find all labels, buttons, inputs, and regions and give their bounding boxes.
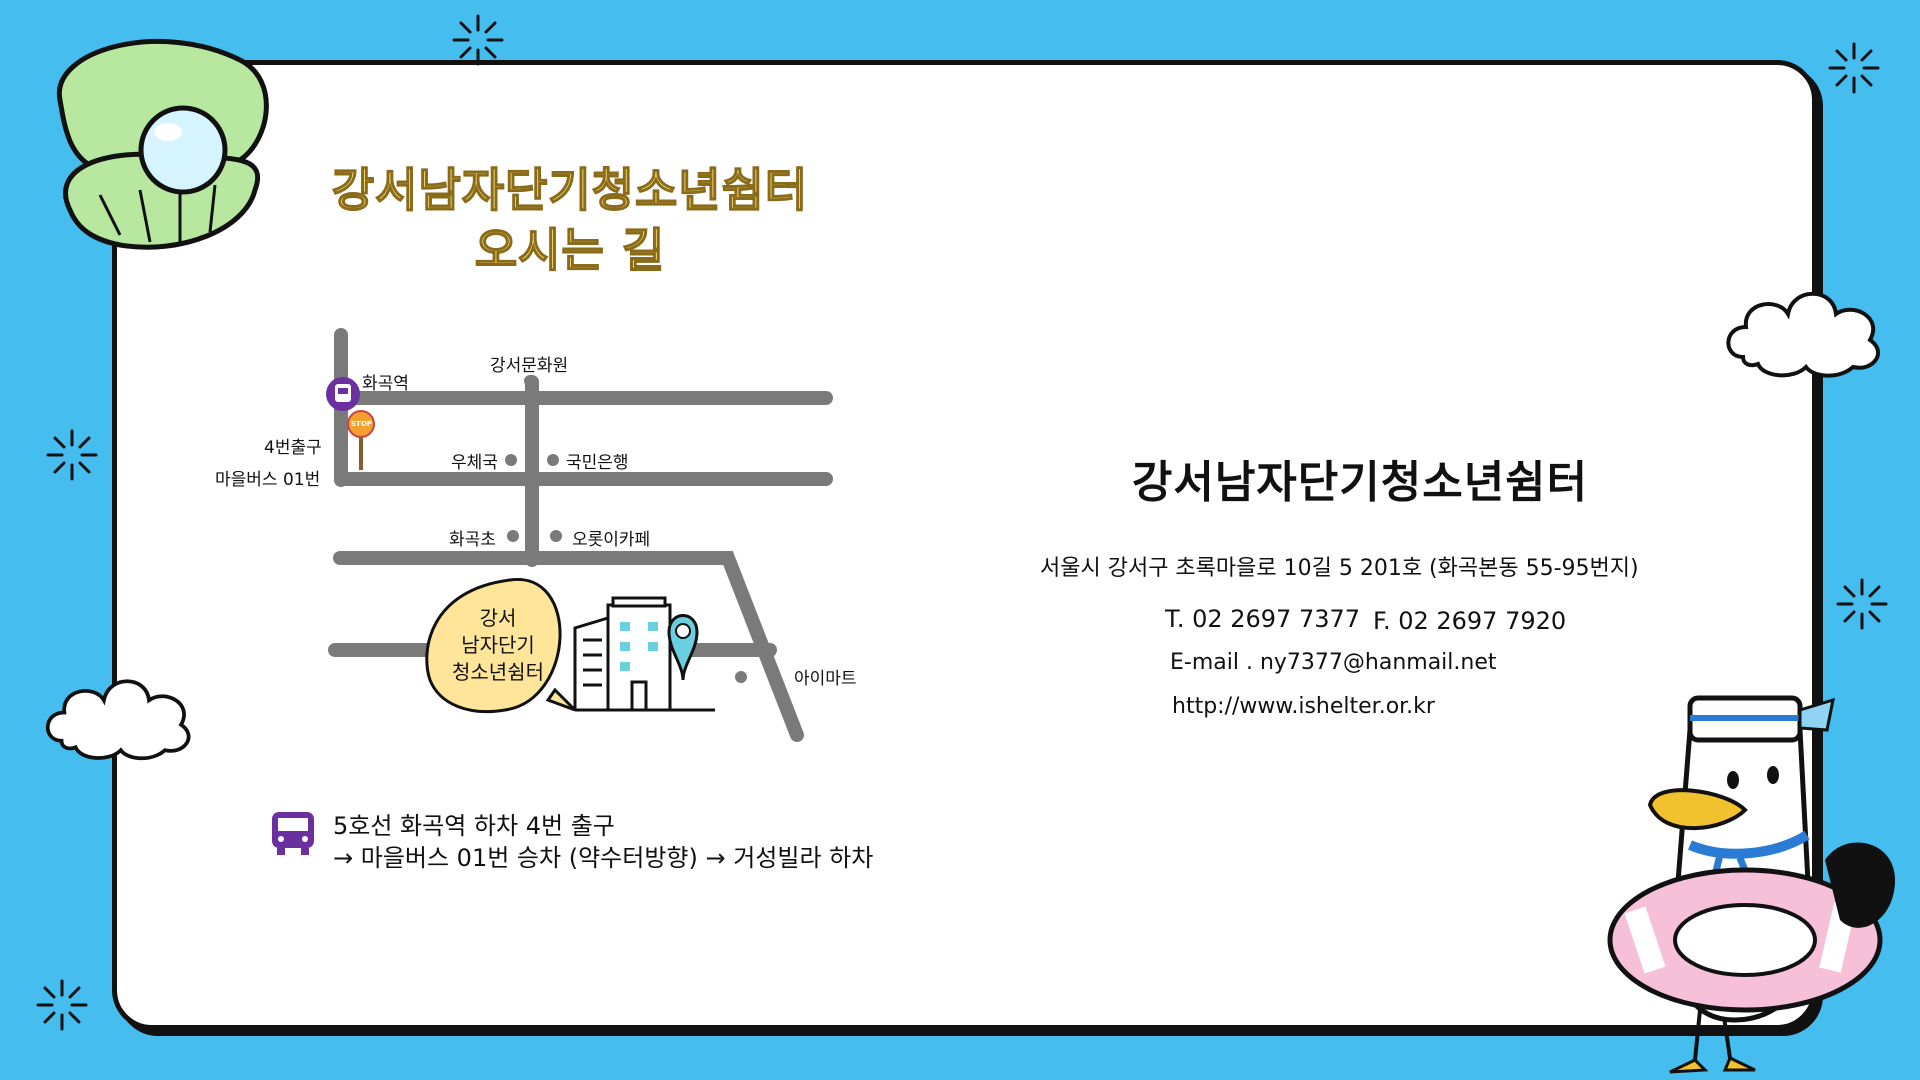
- destination-bubble: 강서 남자단기 청소년쉼터: [438, 605, 558, 686]
- website-link[interactable]: http://www.ishelter.or.kr: [1172, 694, 1435, 719]
- content-card: [112, 60, 1817, 1030]
- title-line-2: 오시는 길: [474, 222, 666, 278]
- bubble-line-2: 남자단기: [461, 633, 535, 657]
- sparkle-icon: [1836, 578, 1888, 630]
- bus-icon: [272, 812, 314, 855]
- sparkle-icon: [46, 429, 98, 481]
- label-gangseo-culture-center: 강서문화원: [490, 356, 569, 376]
- seagull-mascot-icon: [1607, 695, 1895, 1074]
- sparkle-icon: [452, 14, 504, 66]
- email-link[interactable]: E-mail . ny7377@hanmail.net: [1170, 650, 1497, 675]
- shell-pearl-icon: [56, 38, 269, 250]
- sparkle-icon: [1828, 42, 1880, 94]
- address: 서울시 강서구 초록마을로 10길 5 201호 (화곡본동 55-95번지): [1040, 556, 1639, 581]
- directions-line-2: → 마을버스 01번 승차 (약수터방향) → 거성빌라 하차: [333, 844, 874, 872]
- phone-number: T. 02 2697 7377: [1165, 605, 1361, 633]
- sparkle-icon: [36, 979, 88, 1031]
- label-village-bus: 마을버스 01번: [215, 470, 321, 490]
- fax-number: F. 02 2697 7920: [1373, 607, 1567, 635]
- title-line-1: 강서남자단기청소년쉼터: [331, 162, 809, 218]
- label-exit-4: 4번출구: [264, 438, 322, 458]
- shelter-name: 강서남자단기청소년쉼터: [1131, 457, 1589, 508]
- bubble-line-3: 청소년쉼터: [452, 660, 544, 684]
- cloud-icon: [45, 679, 191, 761]
- directions-line-1: 5호선 화곡역 하차 4번 출구: [333, 812, 615, 840]
- bubble-line-1: 강서: [479, 606, 517, 630]
- cloud-icon: [1726, 291, 1881, 378]
- label-post-office: 우체국: [451, 453, 498, 473]
- label-cafe: 오롯이카페: [572, 530, 651, 550]
- label-hwagok-elementary: 화곡초: [449, 530, 496, 550]
- label-hwagok-station: 화곡역: [362, 374, 409, 394]
- label-kookmin-bank: 국민은행: [566, 453, 629, 473]
- page-title: 강서남자단기청소년쉼터 오시는 길: [290, 160, 850, 280]
- bus-stop-sign-label: STOP: [351, 420, 372, 428]
- label-mart: 아이마트: [794, 669, 857, 689]
